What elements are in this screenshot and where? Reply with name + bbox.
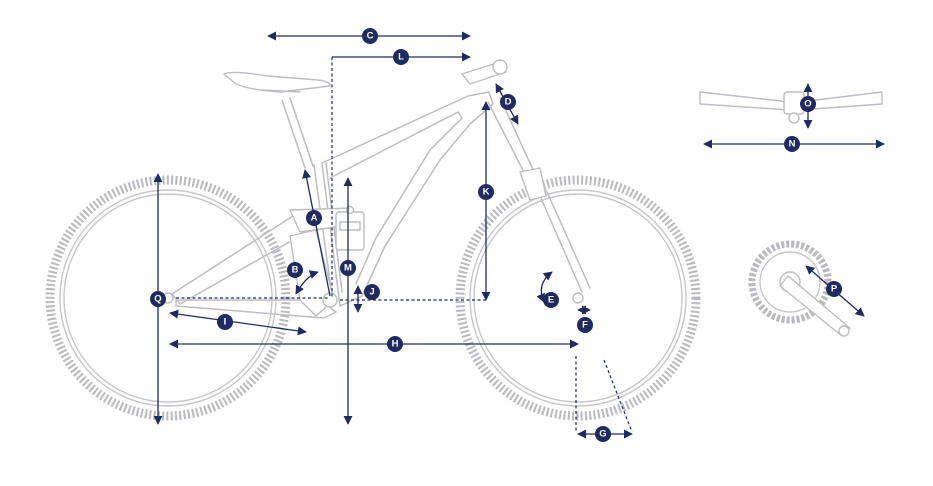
svg-text:P: P xyxy=(831,284,838,295)
svg-text:O: O xyxy=(804,99,811,110)
svg-text:K: K xyxy=(483,187,490,198)
svg-text:I: I xyxy=(224,317,227,328)
badge-j: J xyxy=(364,284,380,300)
svg-text:C: C xyxy=(367,31,374,42)
badge-o: O xyxy=(800,96,816,112)
svg-text:B: B xyxy=(292,265,299,276)
badge-f: F xyxy=(577,317,593,333)
badge-h: H xyxy=(387,336,403,352)
svg-text:N: N xyxy=(789,139,796,150)
badge-e: E xyxy=(543,292,559,308)
badge-l: L xyxy=(393,49,409,65)
badge-g: G xyxy=(595,426,611,442)
frame xyxy=(171,59,591,319)
svg-text:L: L xyxy=(398,52,404,63)
badge-b: B xyxy=(287,262,303,278)
svg-text:F: F xyxy=(582,320,588,331)
badge-k: K xyxy=(478,184,494,200)
svg-text:M: M xyxy=(344,263,352,274)
svg-text:D: D xyxy=(505,97,512,108)
dimension-badges: C L D K A B M J Q I H E F G N O P xyxy=(150,28,842,442)
svg-text:G: G xyxy=(599,429,606,440)
badge-p: P xyxy=(826,281,842,297)
front-wheel xyxy=(455,175,701,421)
rear-wheel xyxy=(45,175,291,421)
dimension-lines xyxy=(153,31,885,439)
svg-text:A: A xyxy=(311,213,318,224)
badge-q: Q xyxy=(150,291,166,307)
svg-text:E: E xyxy=(548,295,554,306)
badge-c: C xyxy=(362,28,378,44)
handlebar-front-view xyxy=(699,91,883,124)
badge-d: D xyxy=(500,94,516,110)
badge-i: I xyxy=(217,314,233,330)
badge-a: A xyxy=(306,210,322,226)
svg-text:H: H xyxy=(392,339,399,350)
svg-text:Q: Q xyxy=(154,294,161,305)
badge-n: N xyxy=(784,136,800,152)
badge-m: M xyxy=(340,260,356,276)
bike-illustration xyxy=(45,59,701,421)
svg-text:J: J xyxy=(369,287,374,298)
